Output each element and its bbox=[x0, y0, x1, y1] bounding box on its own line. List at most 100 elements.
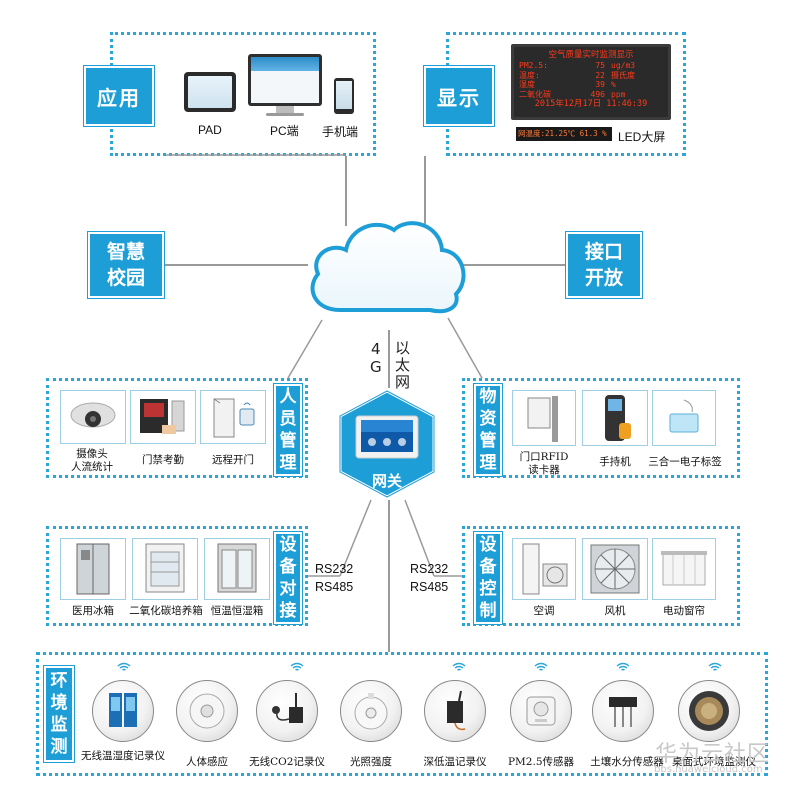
line-cloud-gateway bbox=[388, 330, 390, 388]
protocol-right-rs485: RS485 bbox=[410, 580, 449, 594]
smart-campus-label: 智慧 校园 bbox=[88, 232, 164, 298]
fan-icon bbox=[590, 544, 640, 594]
handheld-caption: 手持机 bbox=[599, 456, 631, 468]
env-device-1 bbox=[92, 680, 154, 742]
env-device-2 bbox=[176, 680, 238, 742]
phone-device-icon bbox=[334, 78, 354, 114]
human-sensor-icon bbox=[189, 693, 225, 729]
rfid-device-box bbox=[512, 390, 576, 446]
fridge-caption: 医用冰箱 bbox=[72, 605, 114, 617]
equipment-dock-frame bbox=[46, 526, 308, 626]
handheld-device-box bbox=[582, 390, 648, 446]
pc-device-icon bbox=[248, 54, 322, 106]
remote-door-caption: 远程开门 bbox=[212, 454, 254, 466]
line-gateway-down bbox=[388, 500, 390, 652]
electronic-tag-icon bbox=[669, 399, 699, 433]
tag-device-box bbox=[652, 390, 716, 446]
env-device-4 bbox=[340, 680, 402, 742]
wireless-co2-recorder-icon bbox=[272, 693, 303, 723]
env-caption-6: PM2.5传感器 bbox=[507, 756, 574, 768]
personnel-frame bbox=[46, 378, 308, 478]
protocol-right: RS232 RS485 bbox=[410, 560, 448, 596]
pm25-sensor-icon bbox=[526, 696, 556, 726]
watermark-url: bbs.huaweicloud.com bbox=[654, 764, 763, 775]
tag-caption: 三合一电子标签 bbox=[648, 456, 722, 468]
incubator-icon bbox=[145, 543, 185, 593]
network-ethernet: 以 太 网 bbox=[395, 339, 411, 391]
rfid-caption: 门口RFID 读卡器 bbox=[519, 451, 569, 476]
light-sensor-icon bbox=[354, 693, 388, 730]
line-cloud-left bbox=[165, 264, 308, 266]
wifi-icon-2 bbox=[290, 662, 304, 671]
led-row-pm25: PM2.5: 75 ug/m3 bbox=[519, 61, 636, 70]
remote-door-device-box bbox=[200, 390, 266, 444]
fan-device-box bbox=[582, 538, 648, 600]
cloud-icon bbox=[310, 221, 466, 314]
phone-caption: 手机端 bbox=[322, 125, 359, 139]
gateway-label: 网关 bbox=[371, 472, 402, 490]
env-device-5 bbox=[424, 680, 486, 742]
open-interface-label: 接口 开放 bbox=[566, 232, 642, 298]
fan-caption: 风机 bbox=[604, 605, 626, 617]
led-row-co2: 二氧化碳 496 ppm bbox=[519, 89, 626, 99]
environment-frame bbox=[36, 652, 768, 776]
pad-device-icon bbox=[184, 72, 236, 112]
pc-caption: PC端 bbox=[270, 124, 299, 138]
gateway-hexagon bbox=[338, 389, 436, 499]
wifi-icon-3 bbox=[452, 662, 466, 671]
access-control-icon bbox=[140, 399, 185, 434]
led-ticker: 网温度:21.25℃ 61.3 % bbox=[516, 127, 612, 141]
electric-curtain-icon bbox=[661, 551, 707, 586]
desktop-env-monitor-icon bbox=[689, 691, 729, 731]
wireless-humidity-recorder-icon bbox=[109, 693, 137, 727]
personnel-label: 人 员 管 理 bbox=[274, 384, 302, 476]
led-date: 2015年12月17日 11:46:39 bbox=[534, 99, 648, 109]
env-caption-4: 光照强度 bbox=[350, 756, 392, 768]
env-caption-1: 无线温湿度记录仪 bbox=[81, 750, 165, 762]
led-row-temp: 温度: 22 摄氏度 bbox=[519, 70, 635, 80]
env-caption-7: 土壤水分传感器 bbox=[590, 756, 664, 768]
env-caption-8: 桌面式环境监测仪 bbox=[672, 756, 756, 768]
app-label-text: 应用 bbox=[97, 85, 141, 110]
fridge-device-box bbox=[60, 538, 126, 600]
rfid-reader-icon bbox=[527, 396, 558, 442]
pc-stand-icon bbox=[276, 106, 294, 114]
led-row-humidity: 湿度 39 % bbox=[519, 80, 616, 89]
camera-device-box bbox=[60, 390, 126, 444]
fridge-icon bbox=[76, 543, 110, 595]
materials-label: 物 资 管 理 bbox=[474, 384, 502, 476]
access-device-box bbox=[130, 390, 196, 444]
wifi-icon-5 bbox=[616, 662, 630, 671]
env-caption-3: 无线CO2记录仪 bbox=[249, 756, 325, 768]
soil-moisture-sensor-icon bbox=[609, 697, 637, 727]
incubator-device-box bbox=[132, 538, 198, 600]
cryogenic-recorder-icon bbox=[447, 690, 466, 731]
thermostat-caption: 恒温恒湿箱 bbox=[210, 605, 264, 617]
env-device-8 bbox=[678, 680, 740, 742]
air-conditioner-icon bbox=[522, 543, 568, 595]
app-label: 应用 bbox=[84, 66, 154, 126]
led-caption: LED大屏 bbox=[618, 130, 666, 144]
wifi-icon-6 bbox=[708, 662, 722, 671]
protocol-right-rs232: RS232 bbox=[410, 562, 449, 576]
env-device-3 bbox=[256, 680, 318, 742]
equipment-control-label: 设 备 控 制 bbox=[474, 532, 502, 624]
environment-label: 环 境 监 测 bbox=[44, 666, 74, 762]
line-cloud-right bbox=[463, 264, 565, 266]
curtain-caption: 电动窗帘 bbox=[663, 605, 705, 617]
protocol-left: RS232 RS485 bbox=[315, 560, 353, 596]
display-label-text: 显示 bbox=[437, 85, 481, 110]
constant-temp-box-icon bbox=[217, 543, 257, 593]
pad-caption: PAD bbox=[198, 123, 222, 137]
ac-device-box bbox=[512, 538, 576, 600]
env-caption-2: 人体感应 bbox=[186, 756, 228, 768]
incubator-caption: 二氧化碳培养箱 bbox=[129, 605, 203, 617]
access-caption: 门禁考勤 bbox=[142, 454, 184, 466]
watermark-text: 华为云社区 bbox=[655, 742, 771, 767]
led-screen: 空气质量实时监测显示 PM2.5: 75 ug/m3 温度: 22 摄氏度 湿度… bbox=[511, 44, 671, 120]
handheld-icon bbox=[605, 395, 631, 441]
wifi-icon-4 bbox=[534, 662, 548, 671]
protocol-left-rs232: RS232 bbox=[315, 562, 354, 576]
protocol-left-rs485: RS485 bbox=[315, 580, 354, 594]
